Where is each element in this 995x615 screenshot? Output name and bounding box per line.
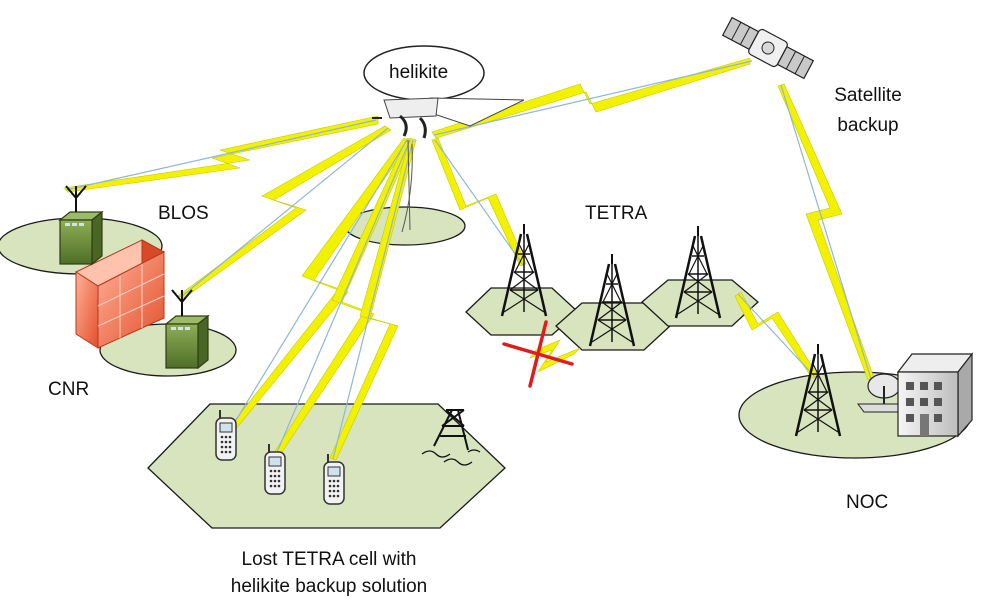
helikite-label: helikite: [389, 62, 449, 83]
lost-cell-line2: helikite backup solution: [230, 575, 428, 597]
noc-label: NOC: [846, 492, 889, 513]
radio-tower-icon: [59, 185, 103, 265]
lost-cell-line1: Lost TETRA cell with: [241, 549, 417, 570]
firewall-icon: [74, 239, 166, 349]
damaged-tower-icon: [421, 409, 481, 466]
satellite-icon: [721, 16, 815, 80]
helikite-balloon-icon: [363, 45, 525, 233]
lost-cell-caption: Lost TETRA cell with helikite backup sol…: [198, 548, 460, 599]
tetra-label: TETRA: [585, 203, 648, 224]
cnr-label: CNR: [48, 379, 90, 400]
satellite-backup-label: Satellite backup: [818, 84, 918, 138]
satellite-label-line2: backup: [837, 114, 899, 136]
radio-tower-icon: [165, 289, 209, 369]
building-icon: [896, 352, 974, 438]
satellite-label-line1: Satellite: [834, 85, 902, 106]
link-lines: [65, 60, 872, 460]
failure-cross-icon: [502, 320, 574, 388]
satellite-dish-icon: [857, 373, 911, 413]
blos-label: BLOS: [158, 203, 209, 224]
